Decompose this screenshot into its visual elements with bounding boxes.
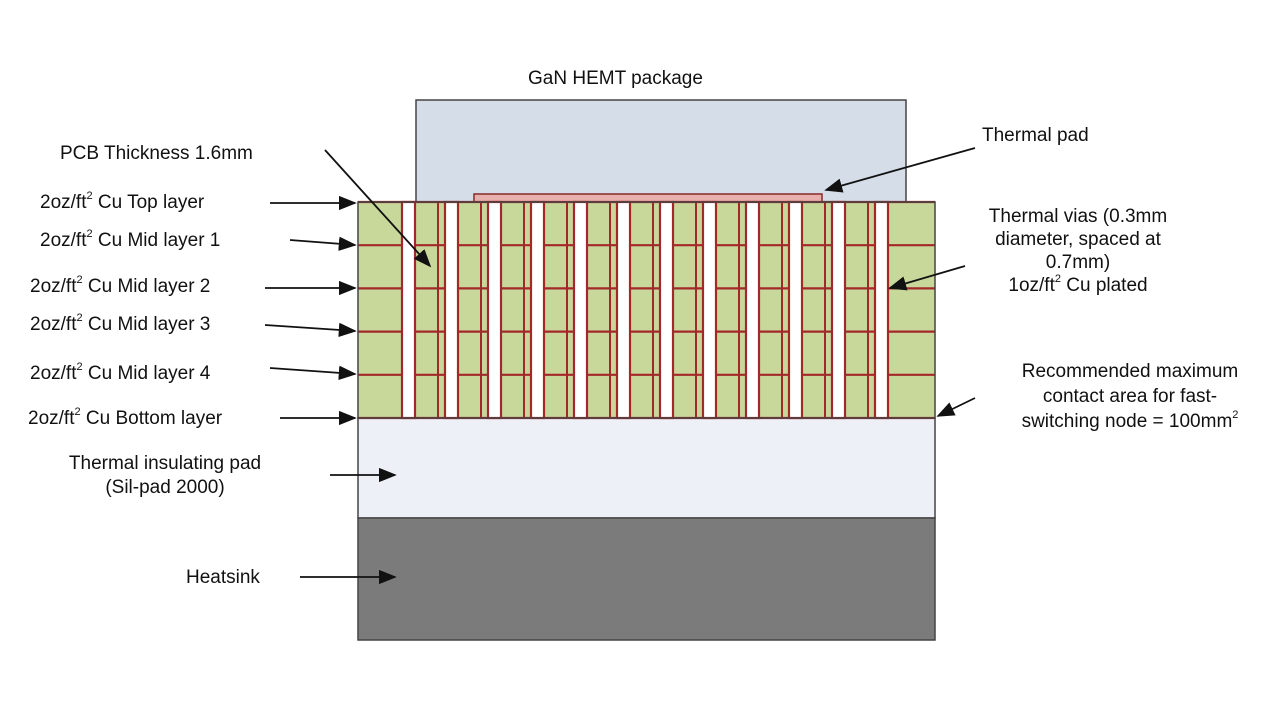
thermal-pad-label: Thermal pad — [982, 125, 1089, 146]
arrows — [264, 147, 976, 585]
pcb — [357, 200, 936, 420]
thermal-via — [615, 200, 632, 420]
insulating-pad-label: Thermal insulating pad(Sil-pad 2000) — [68, 453, 262, 498]
thermal-pad — [473, 193, 823, 203]
pcb-outline — [357, 201, 936, 419]
diagram-title: GaN HEMT package — [528, 68, 703, 89]
bottom-layer-label: 2oz/ft2 Cu Bottom layer — [28, 406, 223, 430]
mid-layer-3-label: 2oz/ft2 Cu Mid layer 3 — [30, 312, 211, 336]
mid-layer-4-label: 2oz/ft2 Cu Mid layer 4 — [30, 361, 211, 385]
gan-package — [415, 99, 907, 203]
heatsink-label: Heatsink — [186, 567, 260, 588]
mid-layer-1-label: 2oz/ft2 Cu Mid layer 1 — [40, 228, 221, 252]
thermal-via — [873, 200, 890, 420]
thermal-via — [701, 200, 718, 420]
thermal-via — [529, 200, 546, 420]
thermal-via — [744, 200, 761, 420]
pcb-thickness-label: PCB Thickness 1.6mm — [60, 143, 253, 164]
thermal-via — [486, 200, 503, 420]
thermal-insulating-pad — [357, 417, 936, 519]
thermal-via — [443, 200, 460, 420]
thermal-via — [400, 200, 417, 420]
heatsink — [357, 517, 936, 641]
thermal-via — [572, 200, 589, 420]
top-layer-label: 2oz/ft2 Cu Top layer — [40, 190, 205, 214]
thermal-via — [830, 200, 847, 420]
thermal-via — [787, 200, 804, 420]
thermal-via — [658, 200, 675, 420]
mid-layer-2-label: 2oz/ft2 Cu Mid layer 2 — [30, 274, 211, 298]
